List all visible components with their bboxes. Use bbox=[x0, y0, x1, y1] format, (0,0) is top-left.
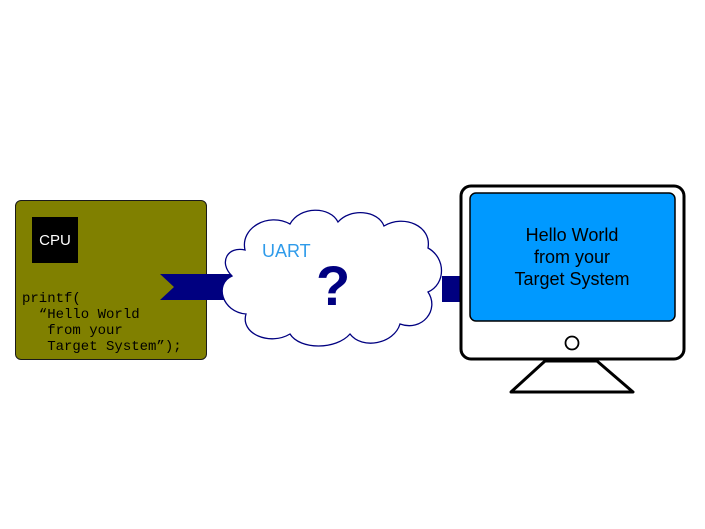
monitor-text-line: from your bbox=[533, 247, 611, 267]
monitor-text: Hello World from your Target System bbox=[486, 224, 658, 290]
question-mark: ? bbox=[316, 254, 351, 317]
code-block: printf( “Hello World from your Target Sy… bbox=[22, 291, 182, 355]
cpu-chip-label: CPU bbox=[39, 231, 71, 249]
code-line: “Hello World bbox=[22, 307, 140, 323]
code-line: from your bbox=[22, 323, 123, 339]
monitor-stand bbox=[509, 359, 635, 394]
uart-cloud bbox=[221, 209, 442, 347]
monitor bbox=[459, 184, 686, 394]
code-line: Target System”); bbox=[22, 339, 182, 355]
code-line: printf( bbox=[22, 291, 81, 307]
monitor-text-line: Hello World bbox=[525, 225, 619, 245]
monitor-text-line: Target System bbox=[514, 269, 630, 289]
arrow-board-to-cloud bbox=[160, 274, 232, 300]
monitor-screen bbox=[469, 192, 676, 322]
power-button-icon bbox=[564, 335, 580, 351]
uart-label: UART bbox=[262, 241, 311, 261]
cpu-chip: CPU bbox=[32, 217, 78, 263]
